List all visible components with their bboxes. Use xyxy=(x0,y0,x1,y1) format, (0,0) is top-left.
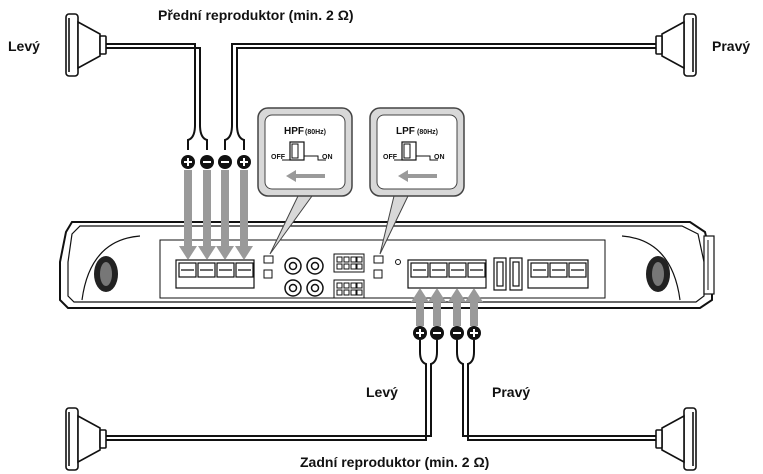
hpf-on-label: ON xyxy=(322,154,333,161)
speaker-rear-left xyxy=(65,407,107,471)
power-terminal-block xyxy=(527,259,589,289)
front-polarity xyxy=(181,155,251,169)
front-wires xyxy=(100,43,665,150)
lpf-off-label: OFF xyxy=(383,154,398,161)
hpf-name: HPF xyxy=(284,126,304,137)
arrow-left-icon xyxy=(398,170,437,182)
lpf-callout: LPF (80Hz) OFF ON xyxy=(369,107,465,255)
speaker-front-left xyxy=(65,13,107,77)
minus-icon xyxy=(218,155,232,169)
fuses xyxy=(493,257,523,291)
hpf-off-label: OFF xyxy=(271,154,286,161)
connector-blocks xyxy=(333,253,365,299)
front-arrows xyxy=(179,170,253,260)
speaker-rear-right xyxy=(655,407,697,471)
minus-icon xyxy=(200,155,214,169)
rear-speaker-title: Zadní reproduktor (min. 2 Ω) xyxy=(300,454,490,470)
arrow-left-icon xyxy=(286,170,325,182)
front-left-label: Levý xyxy=(8,38,40,54)
lpf-freq: (80Hz) xyxy=(417,129,438,136)
plus-icon xyxy=(413,326,427,340)
rca-jacks xyxy=(284,257,324,297)
rear-arrows xyxy=(411,288,483,326)
front-speaker-title: Přední reproduktor (min. 2 Ω) xyxy=(158,7,354,23)
minus-icon xyxy=(450,326,464,340)
hpf-freq: (80Hz) xyxy=(305,129,326,136)
plus-icon xyxy=(237,155,251,169)
rear-left-label: Levý xyxy=(366,384,398,400)
hpf-callout: HPF (80Hz) OFF ON xyxy=(257,107,353,255)
lpf-name: LPF xyxy=(396,126,415,137)
speaker-front-right xyxy=(655,13,697,77)
rear-right-label: Pravý xyxy=(492,384,531,400)
plus-icon xyxy=(181,155,195,169)
rear-terminal-block xyxy=(407,259,487,289)
rear-polarity xyxy=(413,326,481,340)
front-terminal-block xyxy=(175,259,255,289)
minus-icon xyxy=(430,326,444,340)
lpf-on-label: ON xyxy=(434,154,445,161)
front-right-label: Pravý xyxy=(712,38,751,54)
rear-wires xyxy=(100,340,665,441)
plus-icon xyxy=(467,326,481,340)
